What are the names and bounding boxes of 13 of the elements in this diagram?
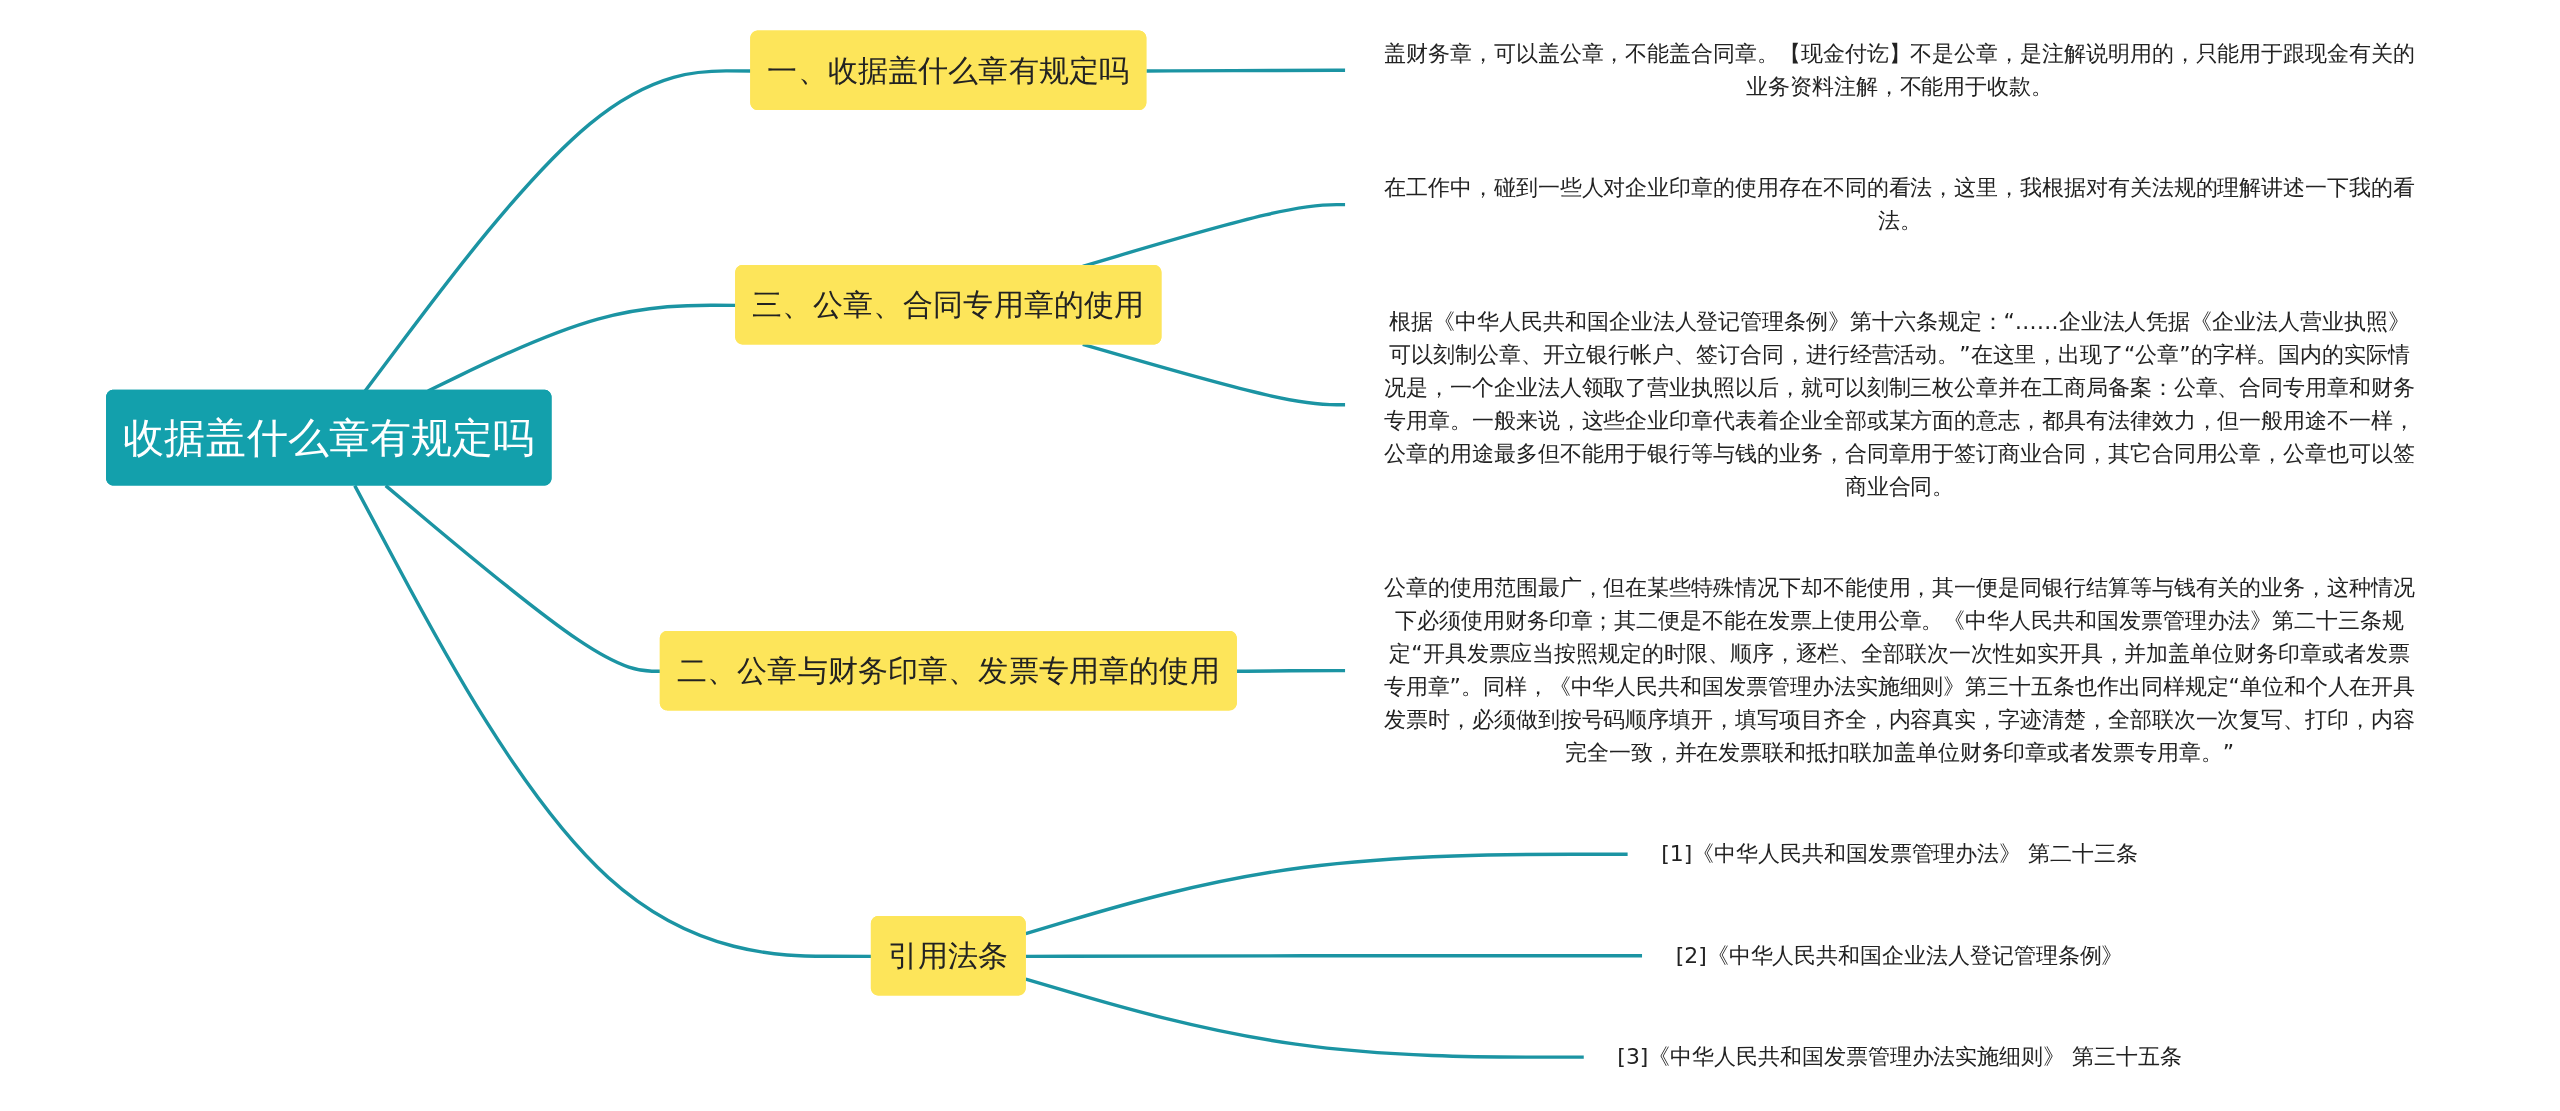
- node-text: 在工作中，碰到一些人对企业印章的使用存在不同的看法，这里，我根据对有关法规的理解讲述一下我的看法。: [1384, 174, 2415, 234]
- connector: [1025, 852, 1629, 936]
- connector: [1236, 668, 1346, 674]
- connector: [1082, 342, 1346, 407]
- node-text: [3]《中华人民共和国发票管理办法实施细则》 第三十五条: [1617, 1043, 2182, 1070]
- node-text: 公章的使用范围最广，但在某些特殊情况下却不能使用，其一便是同银行结算等与钱有关的业务，这种情况下必须使用财务印章；其二便是不能在发票上使用公章。《中华人民共和国发票管理办法》第二十三条规定“开具发票应当按照规定的时限、顺序，逐栏、全部联次一次性如实开具，并加盖单位财务印章或者发票专用章”。同样，《中华人民共和国发票管理办法实施细则》第三十五条也作出同样规定“单位和个人在开具发票时，必须做到按号码顺序填开，填写项目齐全，内容真实，字迹清楚，全部联次一次复写、打印，内容完全一致，并在发票联和抵扣联加盖单位财务印章或者发票专用章。”: [1383, 574, 2416, 766]
- node-text: [2]《中华人民共和国企业法人登记管理条例》: [1675, 942, 2124, 969]
- connector: [1146, 68, 1346, 73]
- node-text: 根据《中华人民共和国企业法人登记管理条例》第十六条规定：“……企业法人凭据《企业法人营业执照》可以刻制公章、开立银行帐户、签订合同，进行经营活动。”在这里，出现了“公章”的字样。国内的实际情况是，一个企业法人领取了营业执照以后，就可以刻制三枚公章并在工商局备案：公章、合同专用章和财务专用章。一般来说，这些企业印章代表着企业全部或某方面的意志，都具有法律效力，但一般用途不一样，公章的用途最多但不能用于银行等与钱的业务，合同章用于签订商业合同，其它合同用公章，公章也可以签商业合同。: [1384, 308, 2415, 500]
- node-text: [1]《中华人民共和国发票管理办法》 第二十三条: [1661, 840, 2138, 867]
- connector: [1025, 954, 1643, 959]
- node-text: 盖财务章，可以盖公章，不能盖合同章。【现金付讫】不是公章，是注解说明用的，只能用于跟现金有关的业务资料注解，不能用于收款。: [1384, 40, 2415, 100]
- connector: [1025, 977, 1585, 1059]
